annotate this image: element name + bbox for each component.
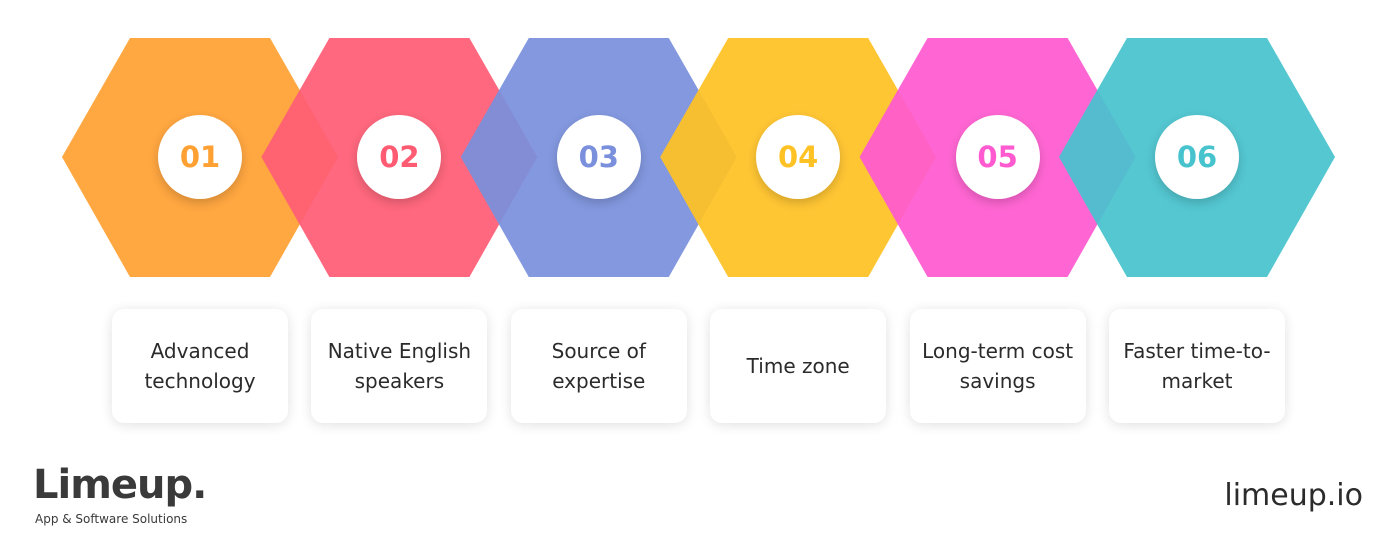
website-url: limeup.io: [1224, 478, 1363, 513]
step-label-card-04: Time zone: [710, 309, 887, 423]
step-label-card-01: Advanced technology: [112, 309, 288, 423]
step-number-01: 01: [158, 115, 242, 199]
limeup-logo: Limeup.: [33, 462, 207, 508]
step-label-card-06: Faster time-to-market: [1109, 309, 1285, 423]
step-number-06: 06: [1155, 115, 1239, 199]
step-label-card-03: Source of expertise: [510, 309, 687, 423]
step-number-02: 02: [357, 115, 442, 199]
step-label-card-02: Native English speakers: [311, 309, 488, 423]
step-number-05: 05: [955, 115, 1040, 199]
logo-tagline: App & Software Solutions: [35, 512, 188, 526]
step-label-card-05: Long-term cost savings: [909, 309, 1086, 423]
step-number-04: 04: [756, 115, 841, 199]
step-number-03: 03: [556, 115, 641, 199]
